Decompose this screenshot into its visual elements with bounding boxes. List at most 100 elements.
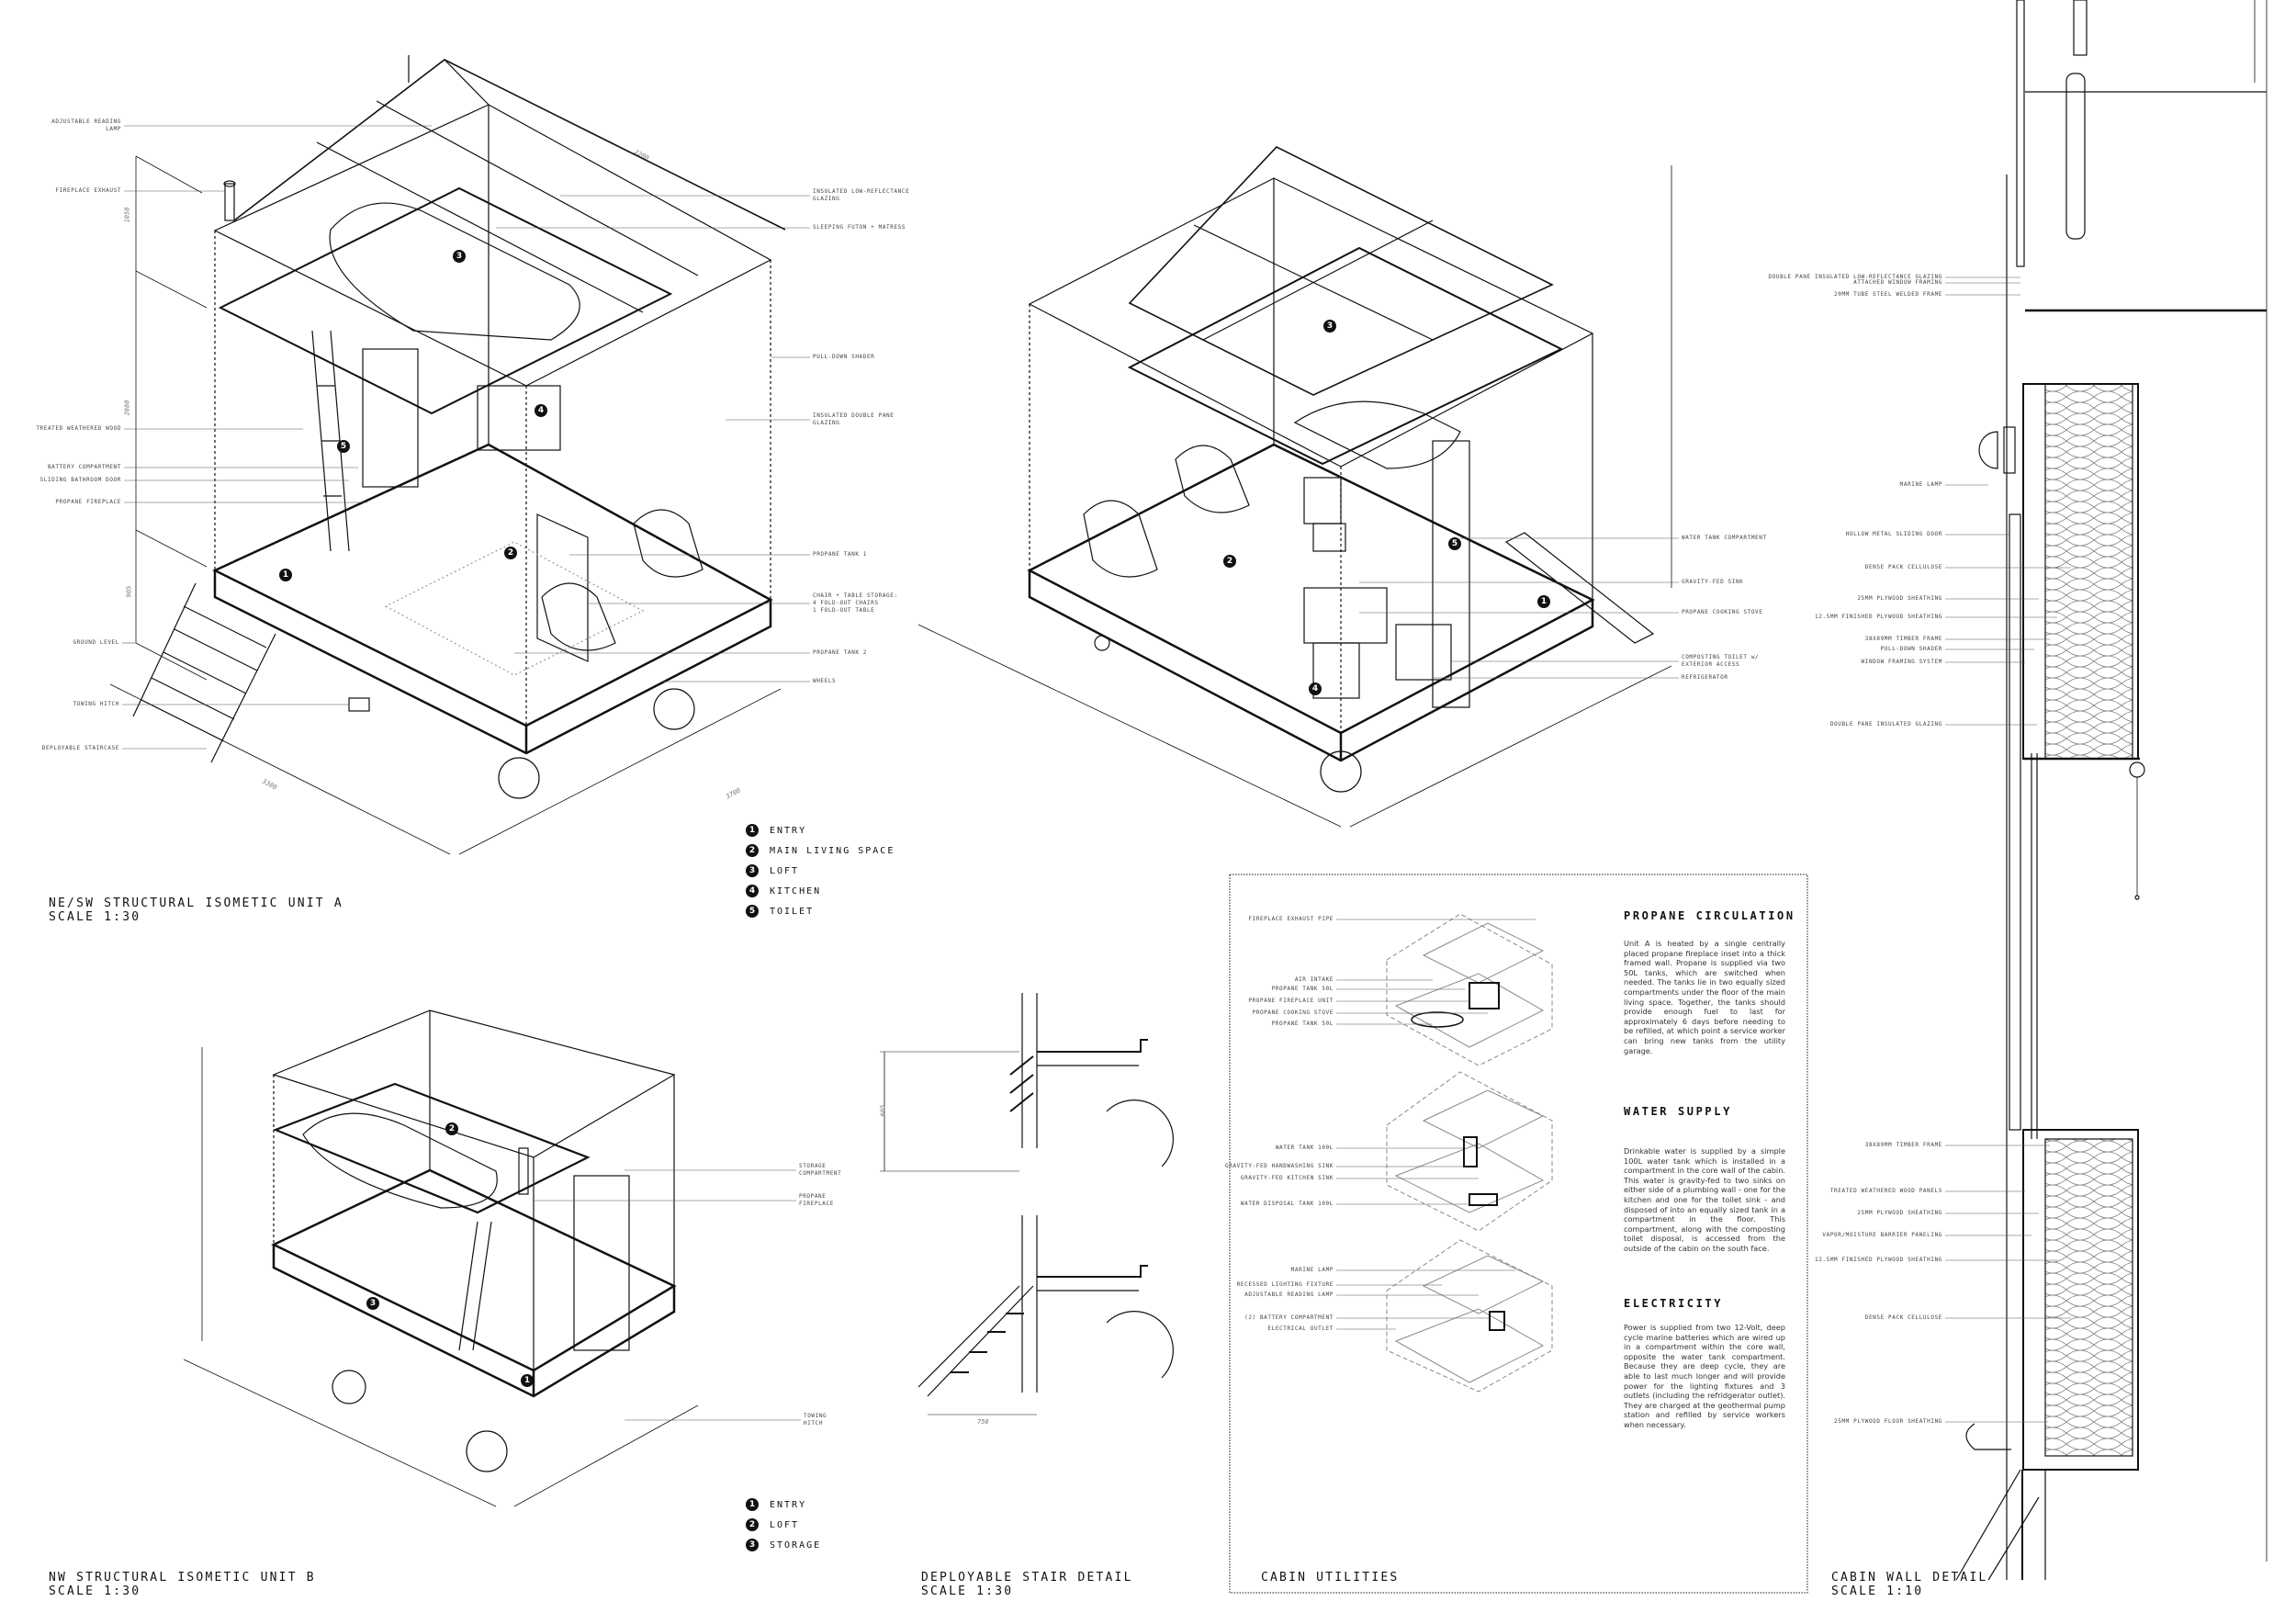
annotation-label: GRAVITY-FED HANDWASHING SINK	[1225, 1163, 1334, 1169]
annotation-label: HOLLOW METAL SLIDING DOOR	[1845, 531, 1942, 537]
cabin-utilities-title: CABIN UTILITIES	[1261, 1571, 1400, 1585]
room-number-callout: 1	[1537, 595, 1550, 608]
legend-number: 3	[746, 864, 759, 877]
annotation-label: ATTACHED WINDOW FRAMING	[1853, 279, 1942, 286]
legend-item: 1 ENTRY	[746, 820, 895, 840]
legend-number: 1	[746, 824, 759, 837]
legend-item: 3 LOFT	[746, 861, 895, 881]
annotation-label: CHAIR + TABLE STORAGE: 4 FOLD-OUT CHAIRS…	[813, 592, 898, 614]
room-number-callout: 4	[535, 404, 547, 417]
room-number-callout: 5	[337, 440, 350, 453]
annotation-label: MARINE LAMP	[1899, 481, 1942, 488]
legend-item: 1 ENTRY	[746, 1494, 821, 1515]
water-supply-heading: WATER SUPPLY	[1624, 1105, 1732, 1118]
room-number-callout: 1	[521, 1374, 534, 1387]
annotation-label: AIR INTAKE	[1294, 976, 1334, 983]
annotation-label: PROPANE TANK 1	[813, 551, 867, 558]
room-number-callout: 5	[1448, 537, 1461, 550]
annotation-label: ADJUSTABLE READING LAMP	[51, 118, 121, 132]
legend-number: 3	[746, 1539, 759, 1551]
annotation-label: 25MM PLYWOOD FLOOR SHEATHING	[1834, 1418, 1942, 1425]
annotation-label: DENSE PACK CELLULOSE	[1864, 564, 1942, 570]
legend-item: 5 TOILET	[746, 901, 895, 921]
annotation-label: SLEEPING FUTON + MATRESS	[813, 224, 906, 231]
annotation-label: SLIDING BATHROOM DOOR	[39, 477, 121, 483]
electricity-body: Power is supplied from two 12-Volt, deep…	[1624, 1323, 1785, 1429]
annotation-label: DOUBLE PANE INSULATED GLAZING	[1829, 721, 1942, 727]
annotation-label: 12.5MM FINISHED PLYWOOD SHEATHING	[1814, 614, 1942, 620]
room-number-callout: 3	[1323, 320, 1336, 333]
annotation-label: 38X89MM TIMBER FRAME	[1864, 636, 1942, 642]
room-number-callout: 2	[445, 1122, 458, 1135]
propane-body: Unit A is heated by a single centrally p…	[1624, 939, 1785, 1055]
annotation-label: PULL-DOWN SHADER	[1880, 646, 1942, 652]
annotation-label: INSULATED LOW-REFLECTANCE GLAZING	[813, 188, 910, 202]
annotation-label: PROPANE TANK 2	[813, 649, 867, 656]
legend-label: LOFT	[770, 1519, 800, 1530]
unit-b-scale: SCALE 1:30	[49, 1585, 141, 1598]
annotation-label: PROPANE TANK 50L	[1271, 986, 1334, 992]
annotation-label: WINDOW FRAMING SYSTEM	[1861, 659, 1942, 665]
annotation-label: WATER TANK 100L	[1275, 1145, 1334, 1151]
annotation-label: 38X89MM TIMBER FRAME	[1864, 1142, 1942, 1148]
legend-number: 5	[746, 905, 759, 918]
legend-label: TOILET	[770, 906, 815, 917]
cabin-utilities-panel	[1229, 874, 1808, 1594]
dimension-label: 2880	[123, 400, 131, 416]
legend-label: KITCHEN	[770, 885, 822, 897]
annotation-label: STORAGE COMPARTMENT	[799, 1163, 842, 1177]
legend-number: 2	[746, 844, 759, 857]
annotation-label: 25MM PLYWOOD SHEATHING	[1857, 595, 1942, 602]
unit-a-title: NE/SW STRUCTURAL ISOMETIC UNIT A	[49, 897, 343, 910]
stair-detail-drawing	[880, 993, 1175, 1415]
annotation-label: ELECTRICAL OUTLET	[1267, 1325, 1334, 1332]
legend-label: ENTRY	[770, 1499, 807, 1510]
room-number-callout: 3	[366, 1297, 379, 1310]
wall-detail-title-block: CABIN WALL DETAIL SCALE 1:10	[1831, 1571, 1987, 1598]
annotation-label: DOUBLE PANE INSULATED LOW-REFLECTANCE GL…	[1768, 274, 1942, 280]
stair-detail-title: DEPLOYABLE STAIR DETAIL	[921, 1571, 1133, 1585]
unit-a-scale: SCALE 1:30	[49, 910, 141, 924]
legend-label: LOFT	[770, 865, 800, 876]
annotation-label: GRAVITY-FED KITCHEN SINK	[1240, 1175, 1334, 1181]
annotation-label: GROUND LEVEL	[73, 639, 119, 646]
legend-item: 4 KITCHEN	[746, 881, 895, 901]
annotation-label: FIREPLACE EXHAUST	[55, 187, 121, 194]
annotation-label: RECESSED LIGHTING FIXTURE	[1236, 1281, 1334, 1288]
annotation-label: DENSE PACK CELLULOSE	[1864, 1314, 1942, 1321]
electricity-heading: ELECTRICITY	[1624, 1297, 1724, 1310]
legend-number: 1	[746, 1498, 759, 1511]
dimension-label: 750	[977, 1418, 989, 1426]
annotation-label: PROPANE FIREPLACE	[55, 499, 121, 505]
room-number-callout: 2	[504, 547, 517, 559]
annotation-label: WATER DISPOSAL TANK 100L	[1240, 1201, 1334, 1207]
room-number-callout: 3	[453, 250, 466, 263]
annotation-label: PROPANE TANK 50L	[1271, 1021, 1334, 1027]
annotation-label: (2) BATTERY COMPARTMENT	[1244, 1314, 1334, 1321]
annotation-label: TREATED WEATHERED WOOD PANELS	[1829, 1188, 1942, 1194]
annotation-label: BATTERY COMPARTMENT	[47, 464, 121, 470]
unit-a-isometric-drawing	[109, 55, 786, 855]
wall-detail-title: CABIN WALL DETAIL	[1831, 1571, 1988, 1585]
wall-detail-scale: SCALE 1:10	[1831, 1585, 1924, 1598]
annotation-label: PROPANE COOKING STOVE	[1252, 1009, 1334, 1016]
annotation-label: VAPOR/MOISTURE BARRIER PANELING	[1822, 1232, 1942, 1238]
annotation-label: ADJUSTABLE READING LAMP	[1244, 1291, 1334, 1298]
legend-label: ENTRY	[770, 825, 807, 836]
stair-detail-title-block: DEPLOYABLE STAIR DETAIL SCALE 1:30	[921, 1571, 1133, 1598]
unit-a-kitchen-isometric-drawing	[917, 146, 1672, 828]
annotation-label: GRAVITY-FED SINK	[1682, 579, 1744, 585]
annotation-label: TREATED WEATHERED WOOD	[36, 425, 121, 432]
dimension-label: 605	[879, 1104, 887, 1117]
room-number-callout: 2	[1223, 555, 1236, 568]
annotation-label: WATER TANK COMPARTMENT	[1682, 535, 1767, 541]
unit-b-title-block: NW STRUCTURAL ISOMETIC UNIT B SCALE 1:30	[49, 1571, 316, 1598]
cabin-wall-detail-drawing	[1955, 0, 2268, 1581]
annotation-label: WHEELS	[813, 678, 837, 684]
legend-number: 4	[746, 885, 759, 897]
